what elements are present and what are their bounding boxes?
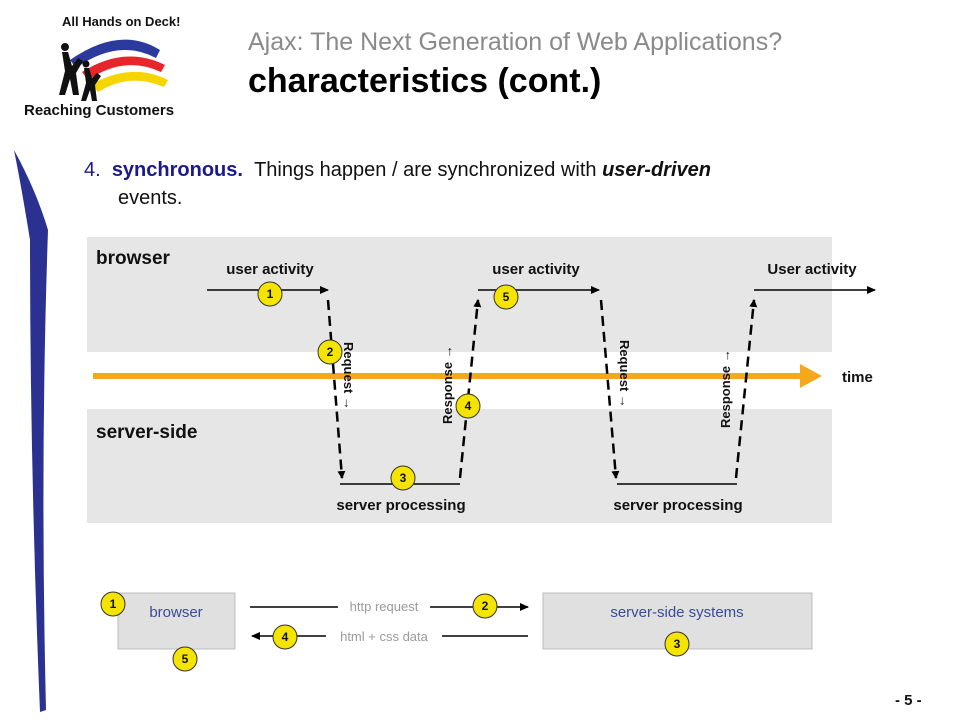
slide-title: characteristics (cont.) <box>248 62 602 100</box>
badge-4: 4 <box>455 393 481 419</box>
response-arrow-1 <box>458 299 482 479</box>
logo-blue-swoosh <box>70 39 160 68</box>
badge-4-text: 4 <box>465 399 472 413</box>
request-arrow-2 <box>599 299 620 479</box>
flow-badge-2-text: 2 <box>482 599 489 613</box>
badge-2-text: 2 <box>327 345 334 359</box>
logo <box>59 39 168 101</box>
flow-badge-3: 3 <box>664 631 690 657</box>
flow-badge-4-text: 4 <box>282 630 289 644</box>
left-decorative-swoosh <box>14 150 48 712</box>
logo-figures-icon <box>59 52 101 101</box>
response-arrow-2 <box>734 299 758 479</box>
server-systems-box-label: server-side systems <box>610 604 743 621</box>
logo-red-swoosh <box>82 56 165 80</box>
user-activity-label-1: user activity <box>226 261 314 278</box>
bullet-text-before: Things happen / are synchronized with <box>254 159 597 181</box>
user-activity-label-2: user activity <box>492 261 580 278</box>
browser-box-label: browser <box>149 604 202 621</box>
html-css-data-label-bg <box>326 627 442 645</box>
flow-badge-1-text: 1 <box>110 597 117 611</box>
flow-badge-5-text: 5 <box>182 652 189 666</box>
badge-5-text: 5 <box>503 290 510 304</box>
bullet-number: 4. <box>84 159 101 181</box>
response-label-2: Response → <box>718 349 733 428</box>
http-request-label: http request <box>350 599 419 614</box>
html-css-data-label: html + css data <box>340 629 429 644</box>
server-band <box>87 409 832 523</box>
flow-badge-5: 5 <box>172 646 198 672</box>
http-request-label-bg <box>338 598 430 616</box>
request-label-2: Request → <box>617 340 632 408</box>
logo-bottom-text: Reaching Customers <box>24 102 175 119</box>
logo-head-2-icon <box>82 60 90 68</box>
flow-badge-3-text: 3 <box>674 637 681 651</box>
bullet-emphasis: user-driven <box>602 159 711 181</box>
badge-3-text: 3 <box>400 471 407 485</box>
time-arrow-head <box>800 364 822 388</box>
user-activity-label-3: User activity <box>767 261 857 278</box>
browser-box <box>117 592 236 650</box>
server-processing-label-2: server processing <box>613 497 742 514</box>
request-label-1: Request → <box>341 342 356 410</box>
logo-yellow-swoosh <box>92 71 168 92</box>
badge-1: 1 <box>257 281 283 307</box>
server-band-label: server-side <box>96 422 197 443</box>
flow-badge-2: 2 <box>472 593 498 619</box>
slide-subtitle: Ajax: The Next Generation of Web Applica… <box>248 28 783 56</box>
flow-badge-1: 1 <box>100 591 126 617</box>
browser-band-label: browser <box>96 248 171 269</box>
request-arrow-1 <box>326 299 346 479</box>
flow-badge-4: 4 <box>272 624 298 650</box>
badge-5: 5 <box>493 284 519 310</box>
bullet-keyword: synchronous. <box>111 159 243 181</box>
logo-head-1-icon <box>61 43 69 51</box>
browser-band <box>87 237 832 352</box>
badge-3: 3 <box>390 465 416 491</box>
bullet-point: 4. synchronous. Things happen / are sync… <box>84 156 864 212</box>
badge-2: 2 <box>317 339 343 365</box>
server-processing-label-1: server processing <box>336 497 465 514</box>
response-label-1: Response → <box>440 345 455 424</box>
page-number: - 5 - <box>895 692 922 709</box>
time-label: time <box>842 369 873 386</box>
bullet-text-after: events. <box>118 187 183 209</box>
badge-1-text: 1 <box>267 287 274 301</box>
logo-top-text: All Hands on Deck! <box>62 14 181 29</box>
